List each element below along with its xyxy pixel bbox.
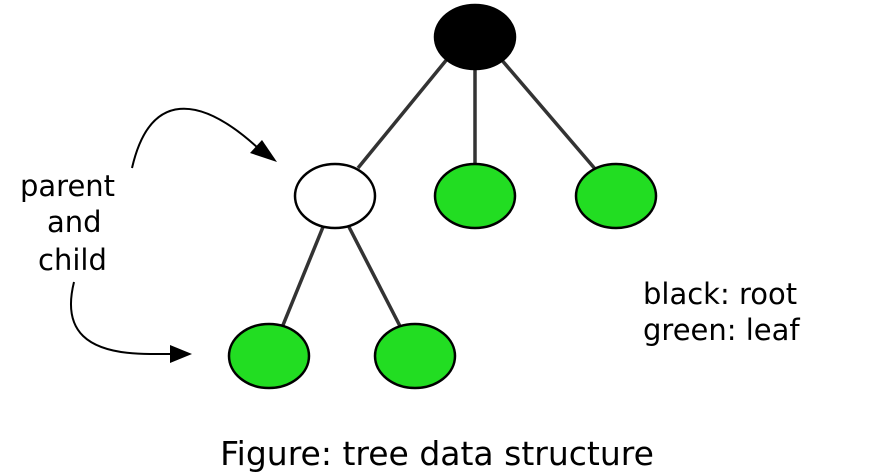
annotation-line-3: child — [38, 243, 107, 277]
legend-leaf-line: green: leaf — [643, 313, 800, 347]
legend-root-line: black: root — [643, 277, 797, 311]
annotation-line-1: parent — [20, 169, 115, 203]
edge-child-left-to-leaf-bottom-right — [347, 226, 404, 331]
annotation-arrows — [69, 107, 277, 363]
leaf-middle-node — [433, 162, 517, 230]
leaf-right-node — [574, 162, 658, 230]
edge-root-to-leaf-right — [498, 56, 598, 172]
arrowhead-to-parent — [250, 140, 277, 162]
arrow-to-child — [69, 281, 170, 355]
child-left-node — [293, 162, 377, 230]
arrowhead-to-child — [170, 345, 192, 363]
figure-caption: Figure: tree data structure — [220, 434, 654, 473]
tree-edges — [279, 56, 598, 331]
root-node — [433, 3, 517, 71]
leaf-bottom-left-node — [227, 322, 311, 390]
edge-root-to-child-left — [356, 56, 450, 170]
edge-child-left-to-leaf-bottom-left — [279, 226, 325, 331]
tree-nodes — [227, 3, 658, 390]
annotation-line-2: and — [47, 205, 102, 239]
annotation-label: parent and child — [20, 169, 115, 277]
leaf-bottom-right-node — [373, 322, 457, 390]
arrow-to-parent — [131, 107, 259, 169]
legend: black: root green: leaf — [643, 277, 800, 347]
